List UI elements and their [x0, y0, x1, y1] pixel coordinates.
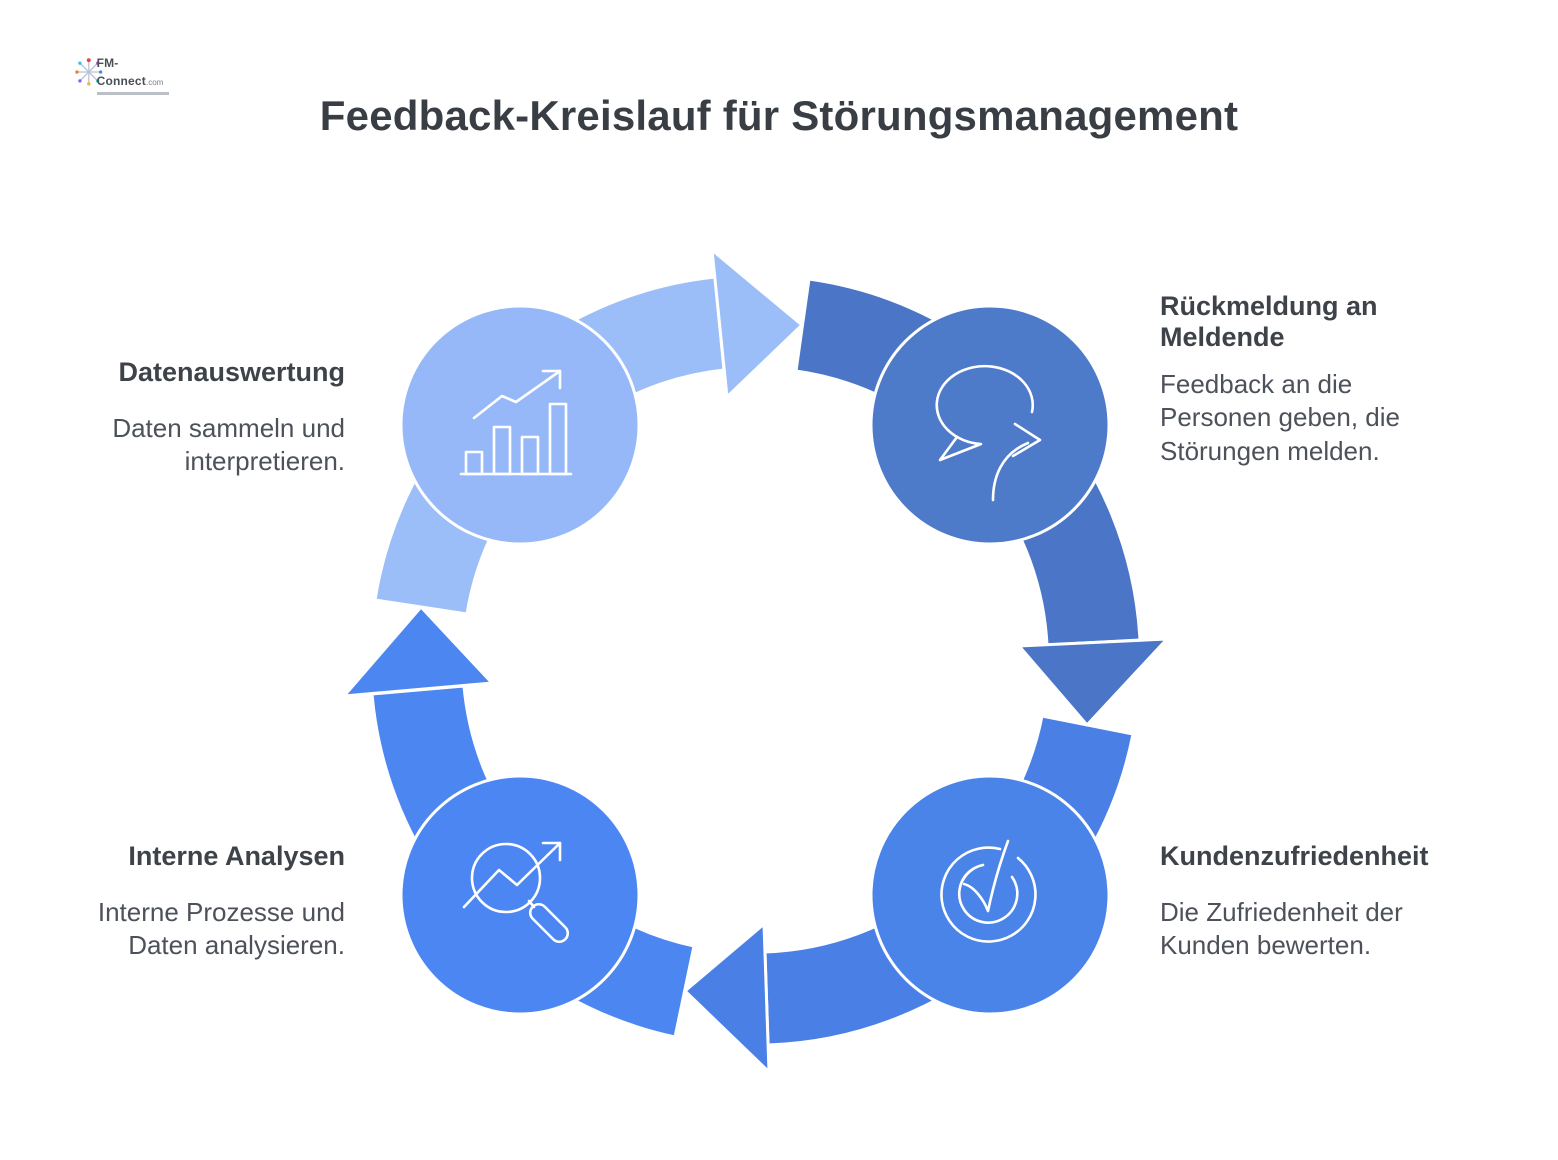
- step-circle-datenauswertung: [399, 304, 641, 546]
- logo-tld-text: .com: [145, 78, 164, 87]
- step-heading: Kundenzufriedenheit: [1160, 841, 1429, 871]
- arrowhead-left-icon: [683, 922, 771, 1074]
- step-text-rueckmeldung: Rückmeldung an Meldende Feedback an die …: [1160, 291, 1415, 468]
- step-text-kundenzufriedenheit: Kundenzufriedenheit Die Zufriedenheit de…: [1160, 841, 1450, 962]
- step-circle-interne-analysen: [399, 774, 641, 1016]
- step-description: Die Zufriedenheit der Kunden bewerten.: [1160, 896, 1403, 960]
- arrowhead-up-icon: [342, 605, 494, 698]
- logo-brand-text: FM-Connect: [96, 56, 146, 88]
- speech-bubble-reply-icon: [935, 364, 1042, 502]
- bar-chart-growth-icon: [459, 369, 573, 476]
- step-heading: Datenauswertung: [118, 357, 345, 387]
- arrowhead-right-icon: [710, 248, 804, 399]
- step-heading: Rückmeldung an Meldende: [1160, 291, 1378, 352]
- step-description: Feedback an die Personen geben, die Stör…: [1160, 369, 1400, 466]
- step-text-datenauswertung: Datenauswertung Daten sammeln und interp…: [60, 357, 345, 478]
- fm-connect-logo: FM-Connect.com: [74, 54, 184, 95]
- logo-starburst-icon: [75, 58, 103, 86]
- logo-tagline-bar: [97, 92, 169, 95]
- magnifier-trend-icon: [462, 841, 570, 944]
- step-circle-kundenzufriedenheit: [869, 774, 1111, 1016]
- logo-wordmark: FM-Connect.com: [97, 54, 184, 90]
- arrowhead-down-icon: [1017, 637, 1169, 727]
- step-description: Interne Prozesse und Daten analysieren.: [97, 896, 345, 960]
- page-title: Feedback-Kreislauf für Störungsmanagemen…: [319, 92, 1239, 139]
- step-description: Daten sammeln und interpretieren.: [112, 412, 345, 476]
- step-heading: Interne Analysen: [128, 841, 345, 871]
- checkmark-badge-icon: [940, 839, 1037, 943]
- step-text-interne-analysen: Interne Analysen Interne Prozesse und Da…: [40, 841, 345, 962]
- step-circle-rueckmeldung: [869, 304, 1111, 546]
